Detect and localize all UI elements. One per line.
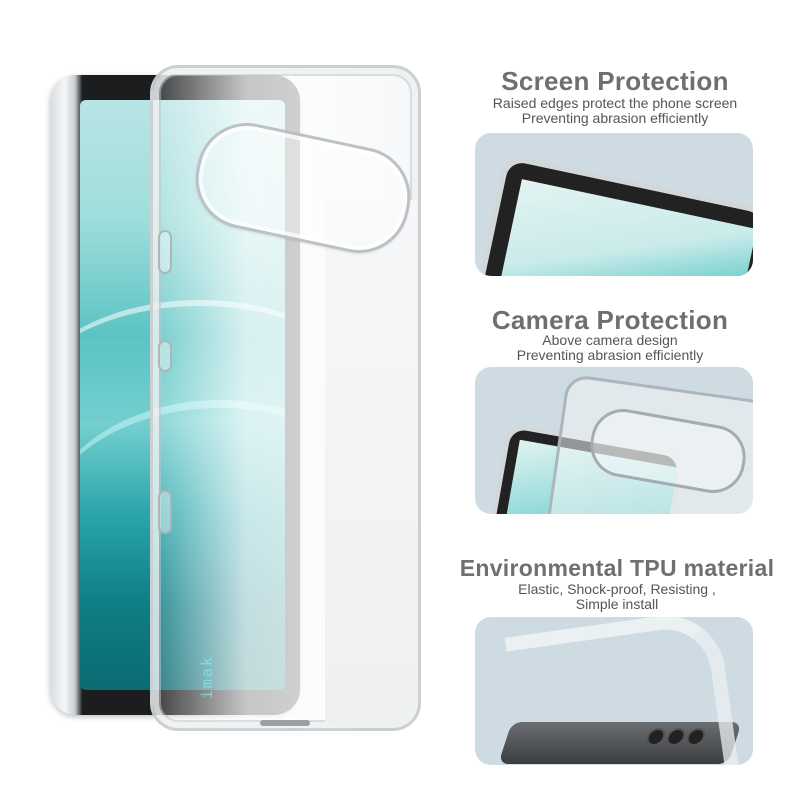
volume-button-cover — [158, 230, 172, 274]
camera-protection-image — [475, 367, 753, 514]
brand-logo: imak — [198, 655, 216, 700]
feature-desc-line: Elastic, Shock-proof, Resisting , — [518, 581, 716, 597]
feature-desc-line: Preventing abrasion efficiently — [516, 347, 704, 363]
feature-desc-line: Above camera design — [542, 332, 678, 348]
feature-title-camera: Camera Protection — [491, 305, 729, 335]
hero-product-image: imak — [50, 65, 421, 731]
charging-port-cutout — [260, 720, 310, 726]
feature-title-screen: Screen Protection — [501, 66, 729, 96]
power-button-cover — [158, 490, 172, 534]
phone-corner — [475, 153, 753, 276]
tpu-material-image — [475, 617, 753, 765]
clear-case-back-panel — [325, 200, 417, 725]
phone-screen — [486, 179, 753, 276]
screen-protection-image — [475, 133, 753, 276]
button-cover — [158, 340, 172, 372]
feature-desc-line: Raised edges protect the phone screen — [492, 95, 738, 111]
feature-desc-line: Simple install — [575, 596, 659, 612]
bent-clear-case — [504, 617, 740, 765]
feature-title-material: Environmental TPU material — [459, 555, 775, 581]
feature-desc-line: Preventing abrasion efficiently — [521, 110, 709, 126]
